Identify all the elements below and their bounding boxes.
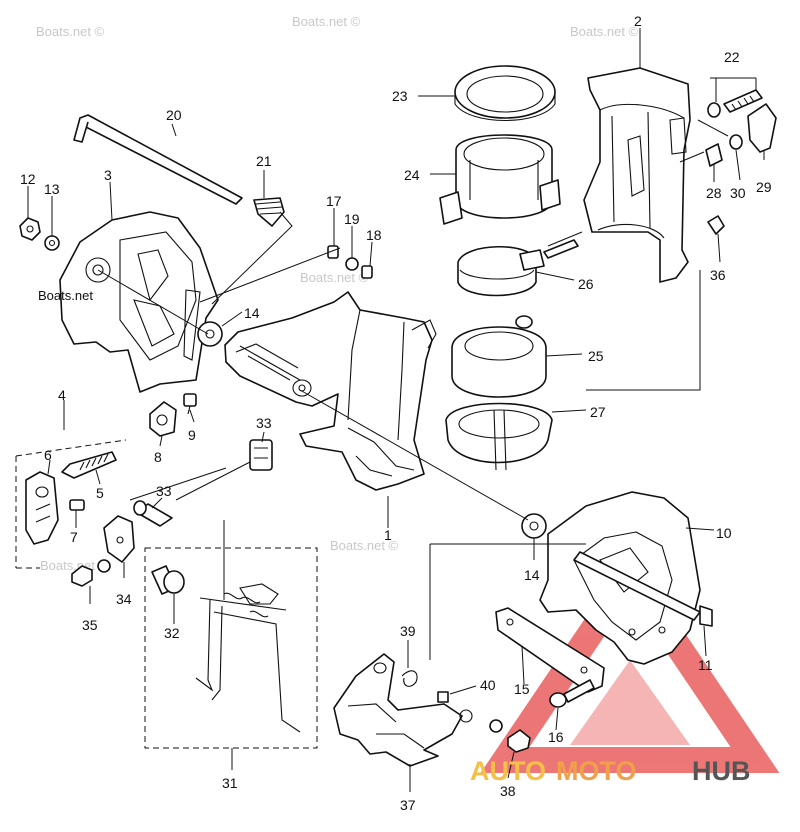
label-part-16: 16 bbox=[548, 729, 564, 745]
part-21-spring-bolt bbox=[253, 197, 285, 227]
label-part-15: 15 bbox=[514, 681, 530, 697]
label-part-11: 11 bbox=[698, 657, 713, 673]
part-22-bolt bbox=[707, 89, 763, 118]
label-part-33-lower: 33 bbox=[156, 483, 172, 499]
label-part-35: 35 bbox=[82, 617, 98, 633]
part-18-bolt bbox=[361, 265, 373, 279]
part-2-swivel-housing bbox=[583, 67, 691, 283]
label-part-14: 14 bbox=[244, 305, 260, 321]
brand-logo: AUTO MOTO HUB bbox=[470, 756, 751, 786]
label-part-28: 28 bbox=[706, 185, 722, 201]
part-8-bushing bbox=[149, 401, 177, 437]
part-16-bolt bbox=[549, 679, 595, 708]
watermark: Boats.net © bbox=[292, 14, 361, 29]
label-part-34: 34 bbox=[116, 591, 132, 607]
brand-moto: MOTO bbox=[556, 756, 637, 786]
label-part-13: 13 bbox=[44, 181, 60, 197]
part-labels: 1 2 3 4 5 6 7 8 9 10 11 12 13 14 14 15 1… bbox=[20, 13, 772, 813]
part-26-clamp-band bbox=[457, 239, 579, 297]
part-12-nut bbox=[19, 217, 41, 241]
label-part-29: 29 bbox=[756, 179, 772, 195]
part-37-tilt-lever bbox=[333, 653, 473, 767]
part-38-bolt bbox=[489, 719, 531, 753]
label-part-40: 40 bbox=[480, 677, 496, 693]
label-part-4: 4 bbox=[58, 387, 66, 403]
label-part-8: 8 bbox=[154, 449, 162, 465]
label-part-9: 9 bbox=[188, 427, 196, 443]
label-part-38: 38 bbox=[500, 783, 516, 799]
label-part-36: 36 bbox=[710, 267, 726, 283]
label-part-22: 22 bbox=[724, 49, 740, 65]
part-39-spring bbox=[401, 670, 418, 687]
part-7-screw bbox=[69, 499, 85, 511]
label-part-27: 27 bbox=[590, 404, 606, 420]
label-part-12: 12 bbox=[20, 171, 36, 187]
watermark-badge: Boats.net bbox=[38, 288, 93, 303]
part-29-clip bbox=[747, 103, 777, 153]
label-part-24: 24 bbox=[404, 167, 420, 183]
brand-auto: AUTO bbox=[470, 756, 546, 786]
part-14-washer-right bbox=[521, 513, 547, 539]
label-part-6: 6 bbox=[44, 447, 52, 463]
part-32-pin bbox=[151, 565, 185, 595]
label-part-2: 2 bbox=[634, 13, 642, 29]
label-part-18: 18 bbox=[366, 227, 382, 243]
part-33-pin-upper bbox=[249, 439, 273, 471]
group-31-box bbox=[144, 547, 318, 749]
watermark: Boats.net © bbox=[570, 24, 639, 39]
part-11-bolt bbox=[573, 551, 713, 627]
part-40-pin bbox=[437, 691, 449, 703]
label-part-19: 19 bbox=[344, 211, 360, 227]
part-33-pin-lower bbox=[133, 500, 173, 527]
label-part-32: 32 bbox=[164, 625, 180, 641]
label-part-26: 26 bbox=[578, 276, 594, 292]
leader-lines bbox=[27, 28, 765, 792]
part-5-bolt bbox=[61, 451, 117, 479]
part-25-bushing bbox=[451, 315, 547, 398]
part-23-thrust-ring bbox=[454, 65, 556, 122]
label-part-23: 23 bbox=[392, 88, 408, 104]
part-19-washer bbox=[345, 257, 359, 271]
label-part-30: 30 bbox=[730, 185, 746, 201]
label-part-7: 7 bbox=[70, 529, 78, 545]
label-part-25: 25 bbox=[588, 348, 604, 364]
part-30-washer bbox=[729, 134, 743, 150]
part-3-stern-bracket bbox=[59, 211, 219, 393]
part-31-tilt-lever bbox=[195, 583, 301, 733]
brand-hub: HUB bbox=[692, 756, 751, 786]
part-24-bushing bbox=[439, 134, 561, 225]
label-part-39: 39 bbox=[400, 623, 416, 639]
part-35-bolt bbox=[71, 559, 111, 587]
label-part-14-right: 14 bbox=[524, 567, 540, 583]
label-part-3: 3 bbox=[104, 167, 112, 183]
part-15-plate bbox=[495, 607, 605, 693]
label-part-37: 37 bbox=[400, 797, 416, 813]
label-part-31: 31 bbox=[222, 775, 238, 791]
watermark: Boats.net © bbox=[36, 24, 105, 39]
part-9-bolt bbox=[183, 393, 197, 415]
part-6-clamp-plate bbox=[25, 471, 59, 545]
part-36-grease-fitting bbox=[707, 215, 725, 235]
watermarks: Boats.net © Boats.net © Boats.net © Boat… bbox=[36, 14, 639, 573]
label-part-5: 5 bbox=[96, 485, 104, 501]
label-part-20: 20 bbox=[166, 107, 182, 123]
label-part-21: 21 bbox=[256, 153, 272, 169]
group-4-box bbox=[15, 439, 127, 569]
label-part-17: 17 bbox=[326, 193, 342, 209]
part-14-washer bbox=[197, 321, 223, 347]
part-34-plate bbox=[103, 515, 135, 563]
part-28-screw bbox=[705, 143, 723, 167]
label-part-10: 10 bbox=[716, 525, 732, 541]
part-1-swivel-bracket bbox=[224, 291, 437, 491]
watermark: Boats.net © bbox=[300, 270, 369, 285]
watermark: Boats.net © bbox=[330, 538, 399, 553]
part-27-split-bushing bbox=[445, 402, 553, 471]
part-17-bolt bbox=[327, 245, 339, 259]
part-13-washer bbox=[44, 235, 60, 251]
part-20-tilt-rod bbox=[73, 114, 243, 205]
label-part-33: 33 bbox=[256, 415, 272, 431]
label-part-1: 1 bbox=[384, 527, 392, 543]
